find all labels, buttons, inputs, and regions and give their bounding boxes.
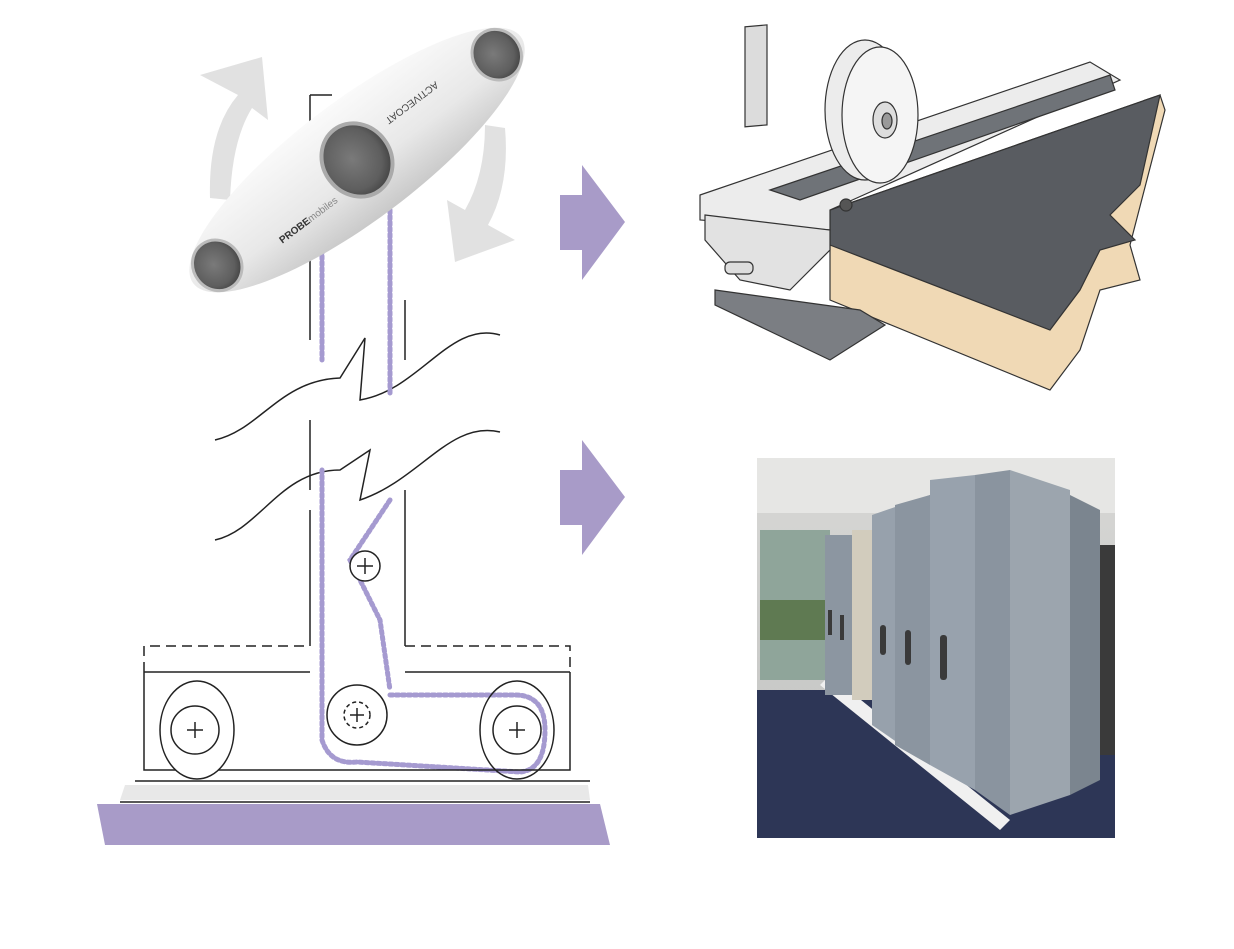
wheel-left bbox=[159, 680, 235, 780]
floor bbox=[97, 804, 610, 845]
drive-sprocket bbox=[326, 684, 388, 746]
mobile-shelving-photo bbox=[757, 458, 1115, 838]
rotate-arrows-icon bbox=[200, 57, 515, 262]
handle-knob-right bbox=[470, 27, 524, 82]
wheel-right bbox=[479, 680, 555, 780]
idler-sprocket bbox=[349, 550, 381, 582]
rail-illustration bbox=[699, 24, 1166, 391]
break-lines bbox=[214, 332, 501, 541]
handle-center-knob bbox=[319, 121, 395, 199]
carriage-base bbox=[143, 645, 571, 771]
floor-rail bbox=[97, 780, 610, 845]
arrow-right-icon bbox=[560, 165, 625, 280]
arrow-right-icon bbox=[560, 440, 625, 555]
rotary-handle[interactable]: PROBEmobiles ACTIVECOAT bbox=[157, 0, 557, 331]
drive-chain bbox=[319, 207, 548, 775]
handle-knob-left bbox=[190, 238, 244, 293]
